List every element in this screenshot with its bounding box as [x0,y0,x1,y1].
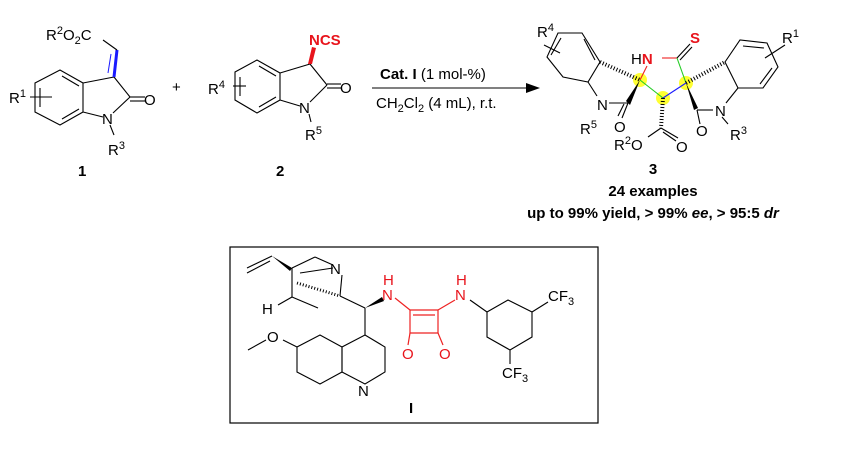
reaction-arrow: Cat. I (1 mol-%) CH2Cl2 (4 mL), r.t. [372,66,540,115]
squaramide-o2-label: O [439,346,451,363]
o-right-label: O [696,123,708,140]
methoxy-o-label: O [267,329,279,346]
nh2-h-label: H [456,272,467,289]
compound-2: NCS R4 N O R5 2 [208,32,352,180]
compound-3: R4 HN S R1 N R5 O R2O O O N R3 3 24 exam… [527,22,799,222]
r1-label: R1 [9,88,26,107]
ncs-label: NCS [309,32,341,49]
cf3-bottom-label: CF3 [502,365,528,385]
plus-sign: + [172,79,181,96]
ester-carbonyl-o-label: O [676,139,688,156]
compound-1: R2O2C R1 N O R3 1 [9,25,156,180]
r4-label: R4 [537,22,554,41]
r1-label: R1 [782,28,799,47]
n-label: N [102,111,113,128]
examples-count: 24 examples [608,183,697,200]
n-left-label: N [597,97,608,114]
quinuclidine-n-label: N [330,261,341,278]
solvent-condition: CH2Cl2 (4 mL), r.t. [376,95,497,115]
compound-2-number: 2 [276,163,284,180]
arrow-head-icon [526,83,540,93]
quinoline-n-label: N [358,383,369,400]
s-label: S [690,30,700,47]
cf3-top-label: CF3 [548,288,574,308]
compound-3-number: 3 [649,161,657,178]
h-label: H [262,301,273,318]
r3-label: R3 [108,140,125,159]
results-summary: up to 99% yield, > 99% ee, > 95:5 dr [527,205,780,222]
o-label: O [340,80,352,97]
ester-alkoxy-label: R2O [614,135,643,154]
catalyst-condition: Cat. I (1 mol-%) [380,66,486,83]
o-label: O [144,92,156,109]
compound-1-number: 1 [78,163,86,180]
squaramide-o1-label: O [402,346,414,363]
nh1-n-label: N [382,287,393,304]
catalyst-label: I [409,400,413,417]
r3-label: R3 [730,125,747,144]
nh2-n-label: N [455,287,466,304]
exocyclic-double-bond [112,49,119,78]
r5-label: R5 [305,125,322,144]
n-right-label: N [715,103,726,120]
ester-label: R2O2C [46,25,92,47]
catalyst-box: N H O N H N H N O O CF3 CF3 I [229,246,599,424]
n-label: N [299,100,310,117]
wedge-bond [308,47,316,64]
r5-label: R5 [580,119,597,138]
r4-label: R4 [208,79,225,98]
nh-label: HN [631,51,653,68]
o-left-label: O [614,119,626,136]
nh1-h-label: H [383,272,394,289]
